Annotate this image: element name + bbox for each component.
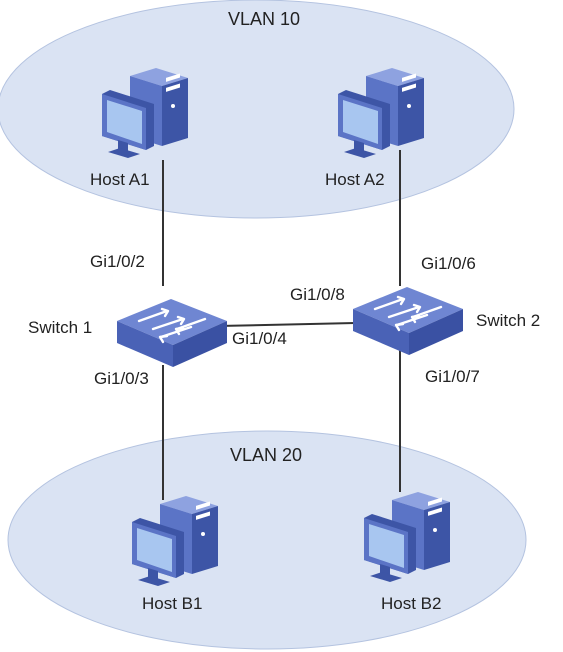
vlan-10-label: VLAN 10	[228, 9, 301, 29]
host-b1-label: Host B1	[142, 594, 203, 613]
host-b2-label: Host B2	[381, 594, 442, 613]
switch-1-label: Switch 1	[28, 318, 93, 337]
host-a2-label: Host A2	[325, 170, 385, 189]
port-gi1-0-8-label: Gi1/0/8	[290, 285, 345, 304]
switch-2-label: Switch 2	[476, 311, 541, 330]
port-gi1-0-3-label: Gi1/0/3	[94, 369, 149, 388]
host-a1-label: Host A1	[90, 170, 150, 189]
port-gi1-0-2-label: Gi1/0/2	[90, 252, 145, 271]
vlan-20-ellipse	[7, 430, 527, 650]
links	[162, 150, 401, 500]
link-switch-1-switch-2	[217, 322, 356, 327]
switch-1-icon	[115, 297, 229, 369]
vlan-10-ellipse	[0, 0, 515, 219]
vlan-20-label: VLAN 20	[230, 445, 303, 465]
switch-2-icon	[351, 285, 465, 357]
port-gi1-0-6-label: Gi1/0/6	[421, 254, 476, 273]
port-gi1-0-7-label: Gi1/0/7	[425, 367, 480, 386]
port-gi1-0-4-label: Gi1/0/4	[232, 329, 287, 348]
